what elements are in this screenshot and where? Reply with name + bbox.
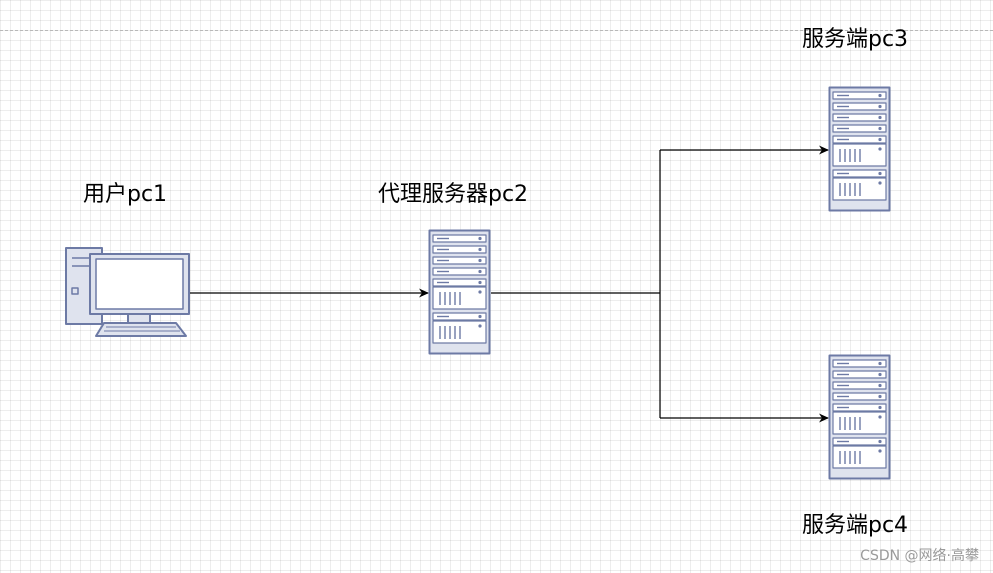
server-pc4-label: 服务端pc4 [802,513,909,538]
proxy-server-icon [428,229,491,355]
server-pc3-label: 服务端pc3 [802,27,909,52]
user-pc1-label: 用户pc1 [83,182,168,207]
page-boundary-line [0,30,993,31]
proxy-server-pc2-label: 代理服务器pc2 [378,182,529,207]
server-bottom-icon [828,354,891,480]
server-top-icon [828,86,891,212]
watermark-text: CSDN @网络·高攀 [860,548,979,564]
desktop-computer-icon [65,247,190,337]
